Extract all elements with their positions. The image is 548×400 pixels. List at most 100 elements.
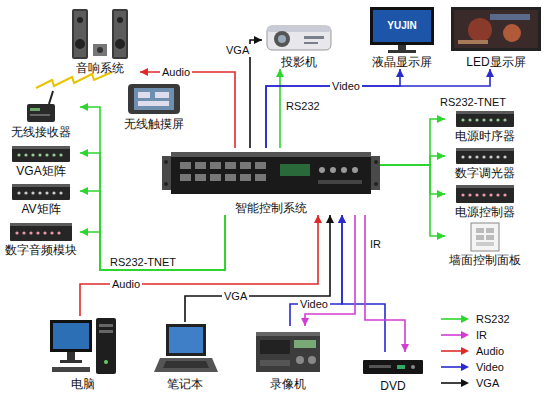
icon-part [456, 111, 514, 127]
device-label: 墙面控制面板 [449, 254, 521, 267]
icon-part [112, 9, 128, 59]
icon-part [456, 111, 514, 114]
signal-wire [365, 215, 405, 352]
icon-part [12, 184, 70, 187]
device-label: 无线触摸屏 [124, 118, 184, 131]
icon-part [503, 193, 506, 196]
signal-wire [80, 191, 225, 270]
icon-part [370, 7, 434, 45]
signal-label: Video [298, 298, 330, 311]
icon-part [482, 155, 485, 158]
device-node: DVD [360, 352, 426, 393]
icon-part [341, 167, 347, 173]
device-icon [450, 6, 542, 54]
icon-part [93, 44, 107, 56]
icon-part [225, 162, 236, 169]
icon-part [164, 182, 168, 186]
icon-part [155, 92, 169, 98]
icon-part [471, 223, 499, 251]
icon-part [260, 340, 290, 354]
icon-part [441, 350, 462, 352]
icon-part [117, 17, 123, 23]
icon-part [352, 167, 358, 173]
icon-part [496, 155, 499, 158]
icon-part [374, 160, 378, 164]
icon-part [363, 360, 423, 374]
device-label: 音响系统 [76, 62, 124, 75]
icon-part [482, 118, 485, 121]
icon-part [454, 10, 538, 48]
icon-part [461, 118, 464, 121]
icon-part [468, 118, 471, 121]
icon-part [486, 228, 494, 233]
icon-part [496, 118, 499, 121]
icon-part [468, 193, 471, 196]
icon-part [476, 235, 484, 240]
icon-part [17, 153, 20, 156]
icon-part [441, 318, 462, 320]
icon-part [369, 365, 391, 368]
icon-part [10, 223, 72, 226]
icon-part [43, 231, 46, 234]
device-node: 无线触摸屏 [118, 82, 190, 131]
icon-part [411, 365, 415, 369]
icon-part [53, 323, 89, 349]
icon-part [12, 146, 70, 162]
icon-part [72, 9, 88, 59]
signal-wire [290, 215, 342, 326]
device-label: 数字调光器 [455, 167, 515, 180]
icon-part [97, 47, 103, 53]
device-node: 笔记本 [150, 322, 220, 391]
icon-part [475, 193, 478, 196]
icon-part [475, 118, 478, 121]
signal-label: VGA [224, 44, 251, 57]
icon-part [461, 363, 469, 371]
icon-part [304, 36, 324, 39]
icon-part [60, 360, 82, 363]
device-label: 录像机 [270, 378, 306, 391]
icon-part [461, 193, 464, 196]
signal-wire [266, 69, 400, 148]
device-label: 无线接收器 [11, 126, 71, 139]
icon-part [162, 156, 171, 190]
icon-part [451, 7, 541, 51]
icon-part [482, 193, 485, 196]
icon-part [489, 155, 492, 158]
signal-label: Video [330, 80, 362, 93]
legend-sample [440, 330, 470, 340]
icon-part [476, 228, 484, 233]
signal-label: IR [368, 238, 383, 251]
signal-label: Audio [110, 278, 142, 291]
device-icon [470, 222, 500, 252]
icon-part [267, 26, 331, 32]
legend-sample [440, 378, 470, 388]
icon-part [169, 327, 203, 353]
icon-part [458, 40, 488, 44]
icon-part [210, 174, 221, 181]
icon-part [99, 324, 113, 327]
device-node: 液晶显示屏 [366, 6, 438, 69]
signal-label: RS232-TNET [438, 96, 508, 109]
icon-part [31, 153, 34, 156]
icon-part [30, 114, 50, 116]
icon-part [371, 156, 380, 190]
icon-part [398, 45, 406, 50]
device-node: 电源时序器 [445, 110, 525, 143]
device-icon [125, 82, 183, 116]
icon-part [489, 193, 492, 196]
icon-part [104, 360, 108, 364]
icon-part [195, 162, 206, 169]
icon-part [138, 92, 150, 98]
icon-part [240, 174, 251, 181]
icon-part [225, 174, 236, 181]
icon-part [456, 148, 514, 151]
icon-part [52, 367, 90, 372]
icon-part [503, 155, 506, 158]
icon-part [38, 153, 41, 156]
signal-wire [279, 69, 281, 148]
icon-part [164, 160, 168, 164]
signal-wire [80, 215, 225, 270]
icon-part [461, 315, 469, 323]
device-node: 电脑 [45, 316, 121, 391]
icon-part [503, 24, 521, 42]
